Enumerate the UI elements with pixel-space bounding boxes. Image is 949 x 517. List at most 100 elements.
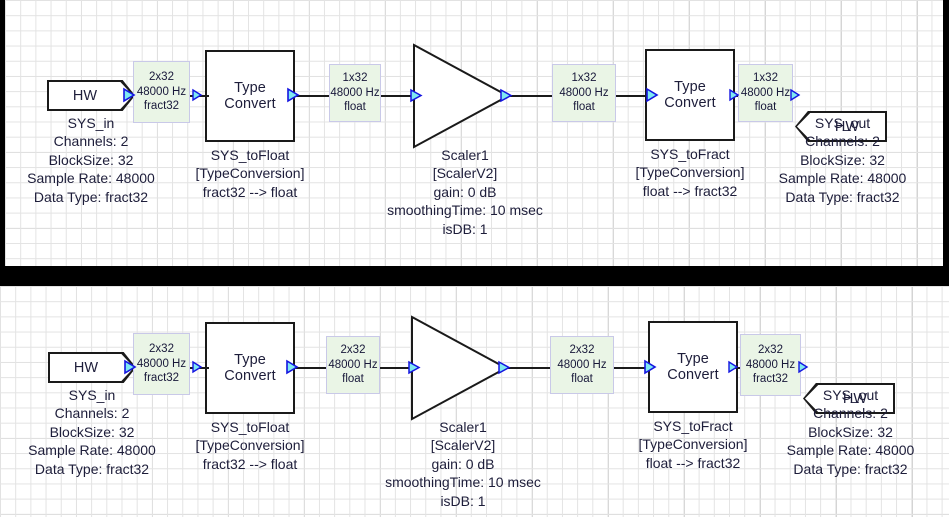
tofloat-input-port-icon[interactable]	[191, 88, 203, 102]
signal-label-dims: 1x32	[753, 71, 778, 84]
signal-label-dims: 1x32	[571, 71, 597, 84]
signal-label-type: float	[573, 101, 595, 114]
signal-label-rate: 48000 Hz	[745, 358, 796, 371]
diagram-canvas-top[interactable]: HW SYS_in Channels: 2 BlockSize: 32 Samp…	[5, 0, 943, 266]
caption-line: Channels: 2	[53, 133, 129, 150]
block-title-line1: Type	[677, 350, 709, 367]
tofloat-output-port-icon[interactable]	[285, 359, 299, 375]
scaler-caption: Scaler1 [ScalerV2] gain: 0 dB smoothingT…	[353, 418, 573, 510]
type-convert-to-float-block[interactable]: Type Convert	[205, 50, 295, 142]
type-convert-to-fract-caption: SYS_toFract [TypeConversion] float --> f…	[590, 145, 790, 200]
signal-label-rate: 48000 Hz	[557, 358, 607, 371]
hw-input-caption: SYS_in Channels: 2 BlockSize: 32 Sample …	[5, 114, 191, 206]
hw-input-output-port-icon[interactable]	[122, 87, 136, 103]
signal-label-dims: 1x32	[342, 71, 368, 84]
type-convert-to-float-caption: SYS_toFloat [TypeConversion] fract32 -->…	[150, 418, 350, 473]
tofract-output-port-icon[interactable]	[728, 88, 740, 102]
hw-output-block[interactable]: HW	[795, 111, 887, 142]
wire-tofloat-to-sig2	[293, 95, 331, 97]
signal-label-type: fract32	[143, 372, 180, 385]
wire-scaler-to-sig3	[508, 95, 554, 97]
caption-line: SYS_in	[67, 115, 115, 131]
type-convert-to-fract-block[interactable]: Type Convert	[648, 321, 738, 413]
signal-label-type: float	[571, 373, 593, 386]
tofract-input-port-icon[interactable]	[643, 359, 657, 375]
caption-line: Data Type: fract32	[793, 460, 908, 477]
wire-sig3-to-tofract	[614, 95, 648, 97]
tofract-output-port-icon[interactable]	[727, 360, 739, 374]
block-title-line1: Type	[234, 351, 266, 368]
hw-input-block[interactable]: HW	[48, 352, 136, 383]
caption-line: Scaler1	[439, 419, 487, 435]
signal-label-1[interactable]: 2x32 48000 Hz fract32	[133, 333, 190, 395]
type-convert-to-float-caption: SYS_toFloat [TypeConversion] fract32 -->…	[150, 146, 350, 201]
caption-line: [TypeConversion]	[635, 164, 745, 181]
caption-line: Data Type: fract32	[785, 188, 900, 205]
caption-line: fract32 --> float	[202, 455, 298, 472]
hw-input-block[interactable]: HW	[47, 80, 135, 111]
hw-output-caption: SYS_out Channels: 2 BlockSize: 32 Sample…	[740, 114, 943, 206]
signal-label-type: fract32	[752, 373, 789, 386]
type-convert-to-fract-caption: SYS_toFract [TypeConversion] float --> f…	[593, 417, 793, 472]
hw-output-input-port-icon[interactable]	[789, 88, 801, 102]
signal-label-4[interactable]: 1x32 48000 Hz float	[738, 64, 793, 122]
type-convert-to-float-block[interactable]: Type Convert	[205, 322, 295, 414]
signal-label-dims: 2x32	[340, 343, 366, 356]
signal-label-rate: 48000 Hz	[740, 86, 791, 99]
signal-label-2[interactable]: 1x32 48000 Hz float	[329, 64, 381, 122]
hw-output-input-port-icon[interactable]	[797, 360, 809, 374]
caption-line: fract32 --> float	[202, 183, 298, 200]
hw-input-output-port-icon[interactable]	[123, 359, 137, 375]
caption-line: isDB: 1	[442, 220, 488, 237]
caption-line: SYS_out	[822, 387, 879, 403]
wire-sig3-to-tofract	[612, 367, 646, 369]
wire-scaler-to-sig3	[506, 367, 552, 369]
diagram-canvas-bottom[interactable]: HW SYS_in Channels: 2 BlockSize: 32 Samp…	[0, 286, 949, 517]
signal-label-3[interactable]: 2x32 48000 Hz float	[550, 336, 614, 394]
tofract-input-port-icon[interactable]	[645, 87, 659, 103]
signal-label-rate: 48000 Hz	[328, 358, 378, 371]
caption-line: Sample Rate: 48000	[27, 170, 155, 187]
wire-sig2-to-scaler	[377, 367, 411, 369]
scaler-output-port-icon[interactable]	[499, 88, 513, 103]
caption-line: SYS_toFloat	[210, 419, 290, 435]
caption-line: [TypeConversion]	[195, 437, 305, 454]
scaler-output-port-icon[interactable]	[497, 360, 511, 375]
caption-line: SYS_out	[814, 115, 871, 131]
caption-line: Sample Rate: 48000	[786, 442, 915, 459]
signal-label-type: fract32	[143, 100, 180, 113]
tofloat-output-port-icon[interactable]	[286, 87, 300, 103]
caption-line: smoothingTime: 10 msec	[385, 474, 541, 491]
signal-label-rate: 48000 Hz	[330, 86, 380, 99]
caption-line: Sample Rate: 48000	[778, 170, 907, 187]
wire-sig2-to-scaler	[379, 95, 415, 97]
signal-label-rate: 48000 Hz	[136, 357, 187, 370]
tofloat-input-port-icon[interactable]	[191, 360, 203, 374]
caption-line: SYS_toFract	[650, 146, 730, 162]
caption-line: [ScalerV2]	[432, 165, 498, 182]
signal-label-3[interactable]: 1x32 48000 Hz float	[552, 64, 616, 122]
signal-label-type: float	[754, 101, 777, 114]
signal-label-4[interactable]: 2x32 48000 Hz fract32	[740, 334, 801, 396]
block-title-line2: Convert	[224, 96, 276, 112]
scaler-input-port-icon[interactable]	[407, 360, 421, 375]
signal-label-1[interactable]: 2x32 48000 Hz fract32	[133, 61, 190, 123]
caption-line: isDB: 1	[440, 492, 486, 509]
signal-label-type: float	[344, 101, 366, 114]
signal-label-2[interactable]: 2x32 48000 Hz float	[326, 336, 380, 394]
caption-line: BlockSize: 32	[49, 423, 135, 440]
hw-input-label: HW	[73, 359, 99, 376]
scaler-caption: Scaler1 [ScalerV2] gain: 0 dB smoothingT…	[355, 146, 575, 238]
caption-line: gain: 0 dB	[431, 455, 495, 472]
scaler-amplifier-block[interactable]	[409, 314, 509, 422]
hw-input-caption: SYS_in Channels: 2 BlockSize: 32 Sample …	[0, 386, 192, 478]
hw-output-block[interactable]: HW	[803, 383, 895, 414]
hw-output-caption: SYS_out Channels: 2 BlockSize: 32 Sample…	[748, 386, 949, 478]
signal-label-type: float	[342, 373, 364, 386]
signal-label-rate: 48000 Hz	[136, 85, 187, 98]
caption-line: [TypeConversion]	[638, 436, 748, 453]
block-title-line1: Type	[234, 79, 266, 96]
scaler-amplifier-block[interactable]	[411, 42, 511, 150]
caption-line: SYS_toFract	[653, 418, 733, 434]
scaler-input-port-icon[interactable]	[409, 88, 423, 103]
